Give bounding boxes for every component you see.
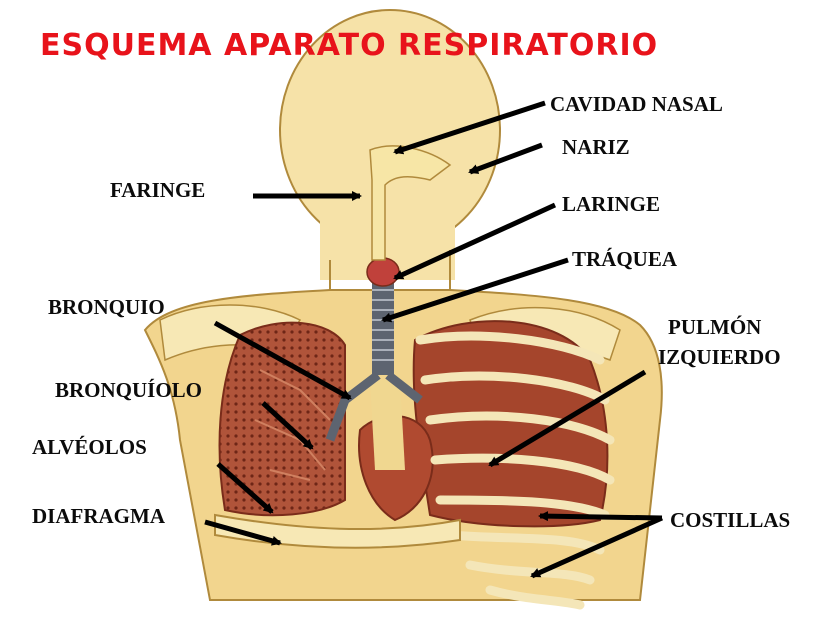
label-traquea: TRÁQUEA — [572, 249, 677, 270]
diagram-title: ESQUEMA APARATO RESPIRATORIO — [40, 28, 658, 63]
label-laringe: LARINGE — [562, 194, 660, 215]
label-bronquiolo: BRONQUÍOLO — [55, 380, 202, 401]
label-nariz: NARIZ — [562, 137, 630, 158]
label-pulmon-line1: PULMÓN — [668, 317, 761, 338]
label-costillas: COSTILLAS — [670, 510, 790, 531]
label-faringe: FARINGE — [110, 180, 205, 201]
arrow-costillas-1 — [540, 516, 662, 518]
label-pulmon-line2: IZQUIERDO — [658, 347, 781, 368]
larynx — [367, 258, 399, 286]
label-alveolos: ALVÉOLOS — [32, 437, 147, 458]
label-diafragma: DIAFRAGMA — [32, 506, 165, 527]
label-cavidad-nasal: CAVIDAD NASAL — [550, 94, 723, 115]
label-bronquio: BRONQUIO — [48, 297, 165, 318]
